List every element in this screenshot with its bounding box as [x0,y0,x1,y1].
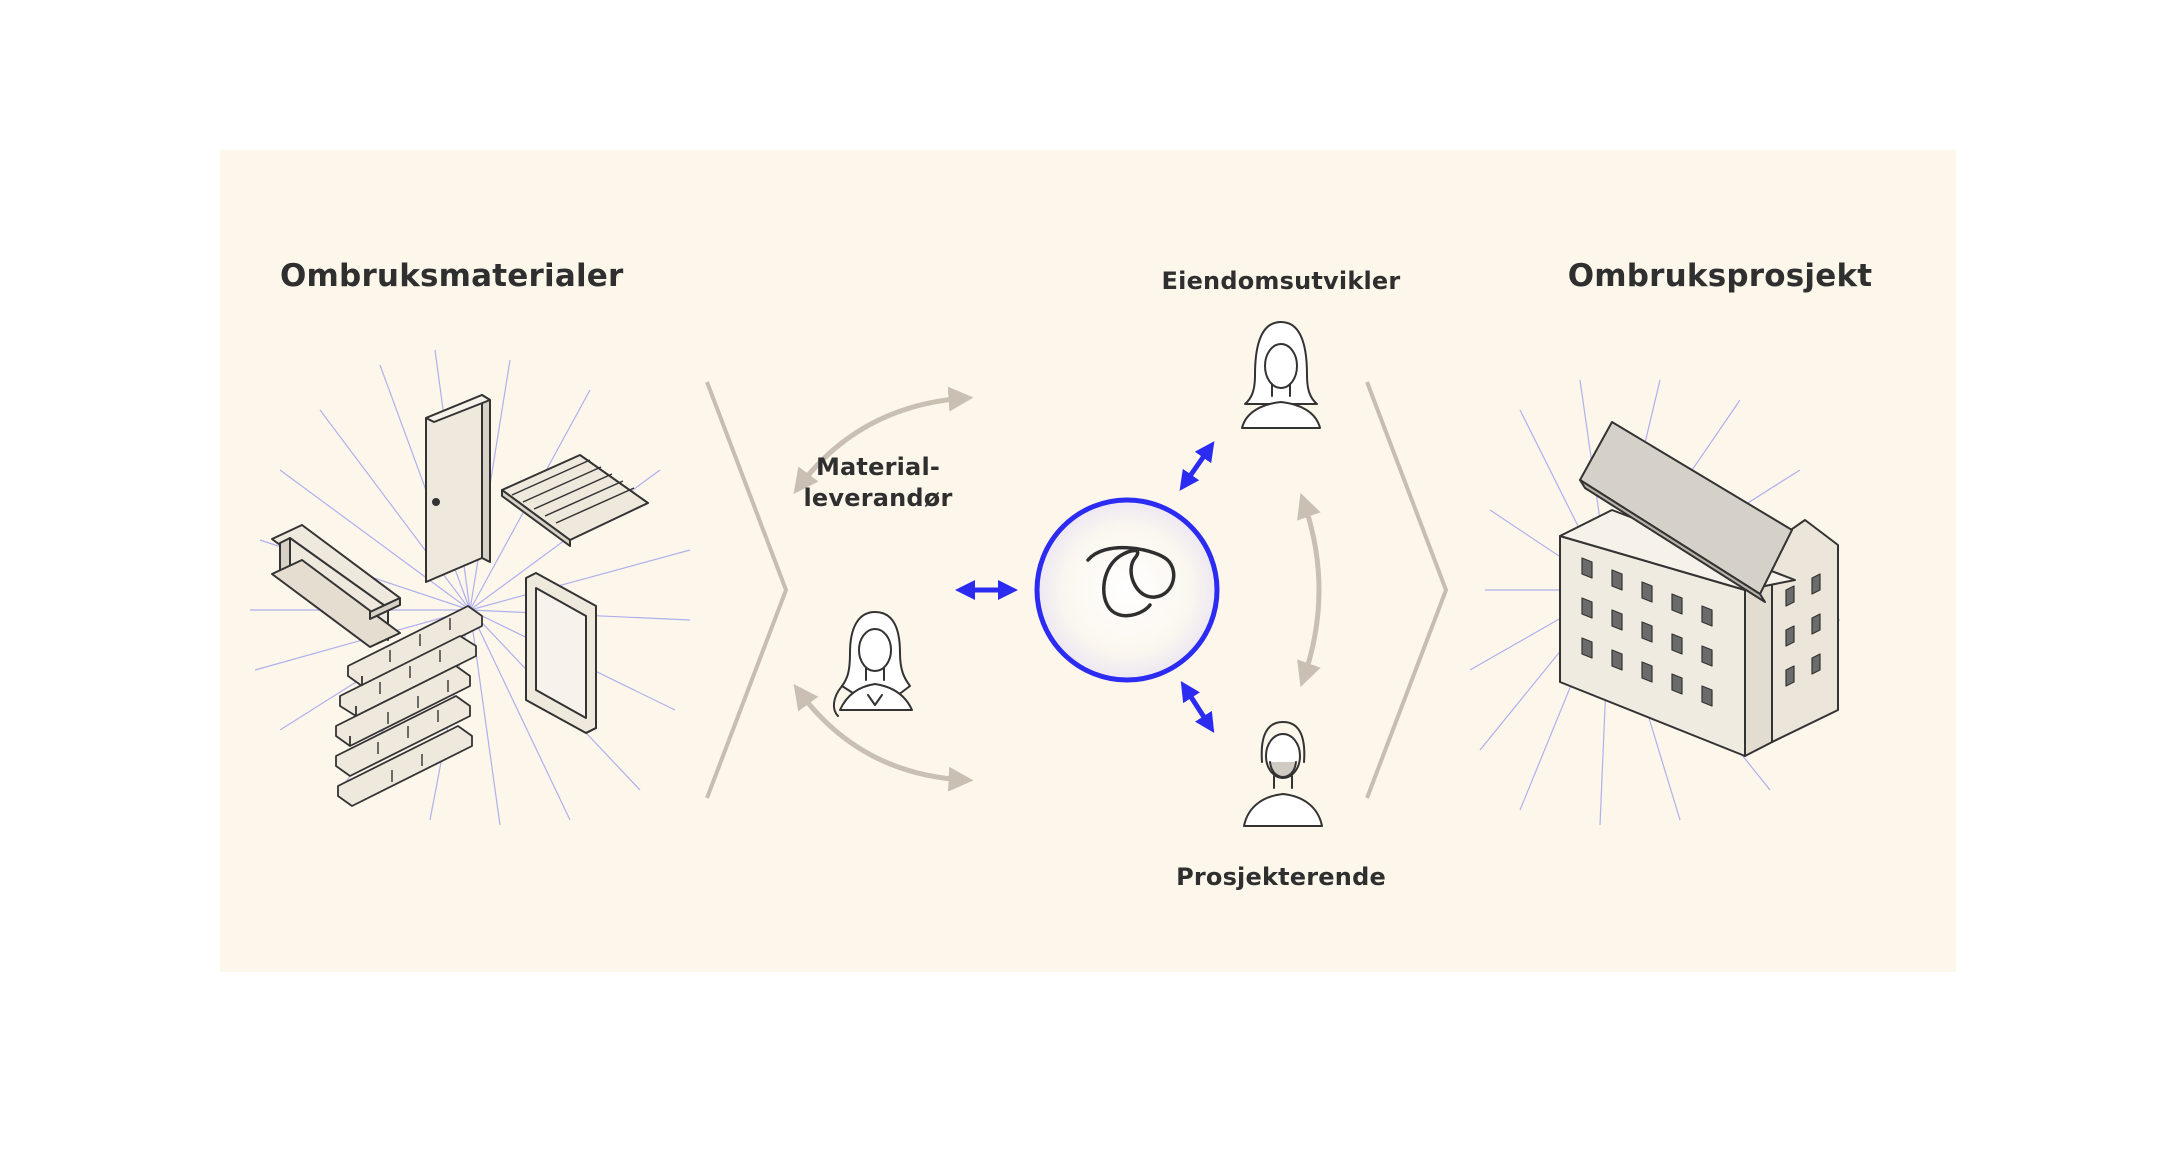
person-icon [1243,721,1323,827]
corrugated-sheet-icon [501,454,649,547]
diagram-panel: Ombruksmaterialer Ombruksprosjekt Materi… [220,150,1956,972]
brick-wall-icon [335,605,483,807]
door-icon [425,394,491,583]
steel-beam-icon [271,524,401,648]
role-designer: Prosjekterende [1176,863,1386,891]
platform-logo-icon [1034,497,1220,683]
role-developer: Eiendomsutvikler [1161,267,1401,295]
diagram-canvas [250,321,1841,827]
arrow-supplier-designer [793,683,974,792]
building-icon [1559,421,1839,757]
person-icon [1241,321,1321,429]
arrow-developer-designer [1297,492,1322,688]
arrow-designer-platform [1180,680,1215,734]
window-frame-icon [525,572,597,734]
materials-title: Ombruksmaterialer [280,258,624,294]
chevron-right-icon [705,381,788,799]
arrow-developer-platform [1179,441,1215,491]
arrow-supplier-developer [793,386,974,495]
person-icon [832,611,913,717]
chevron-right-icon [1365,381,1448,799]
role-material-supplier: Material- leverandør [803,453,953,512]
project-title: Ombruksprosjekt [1567,258,1873,294]
